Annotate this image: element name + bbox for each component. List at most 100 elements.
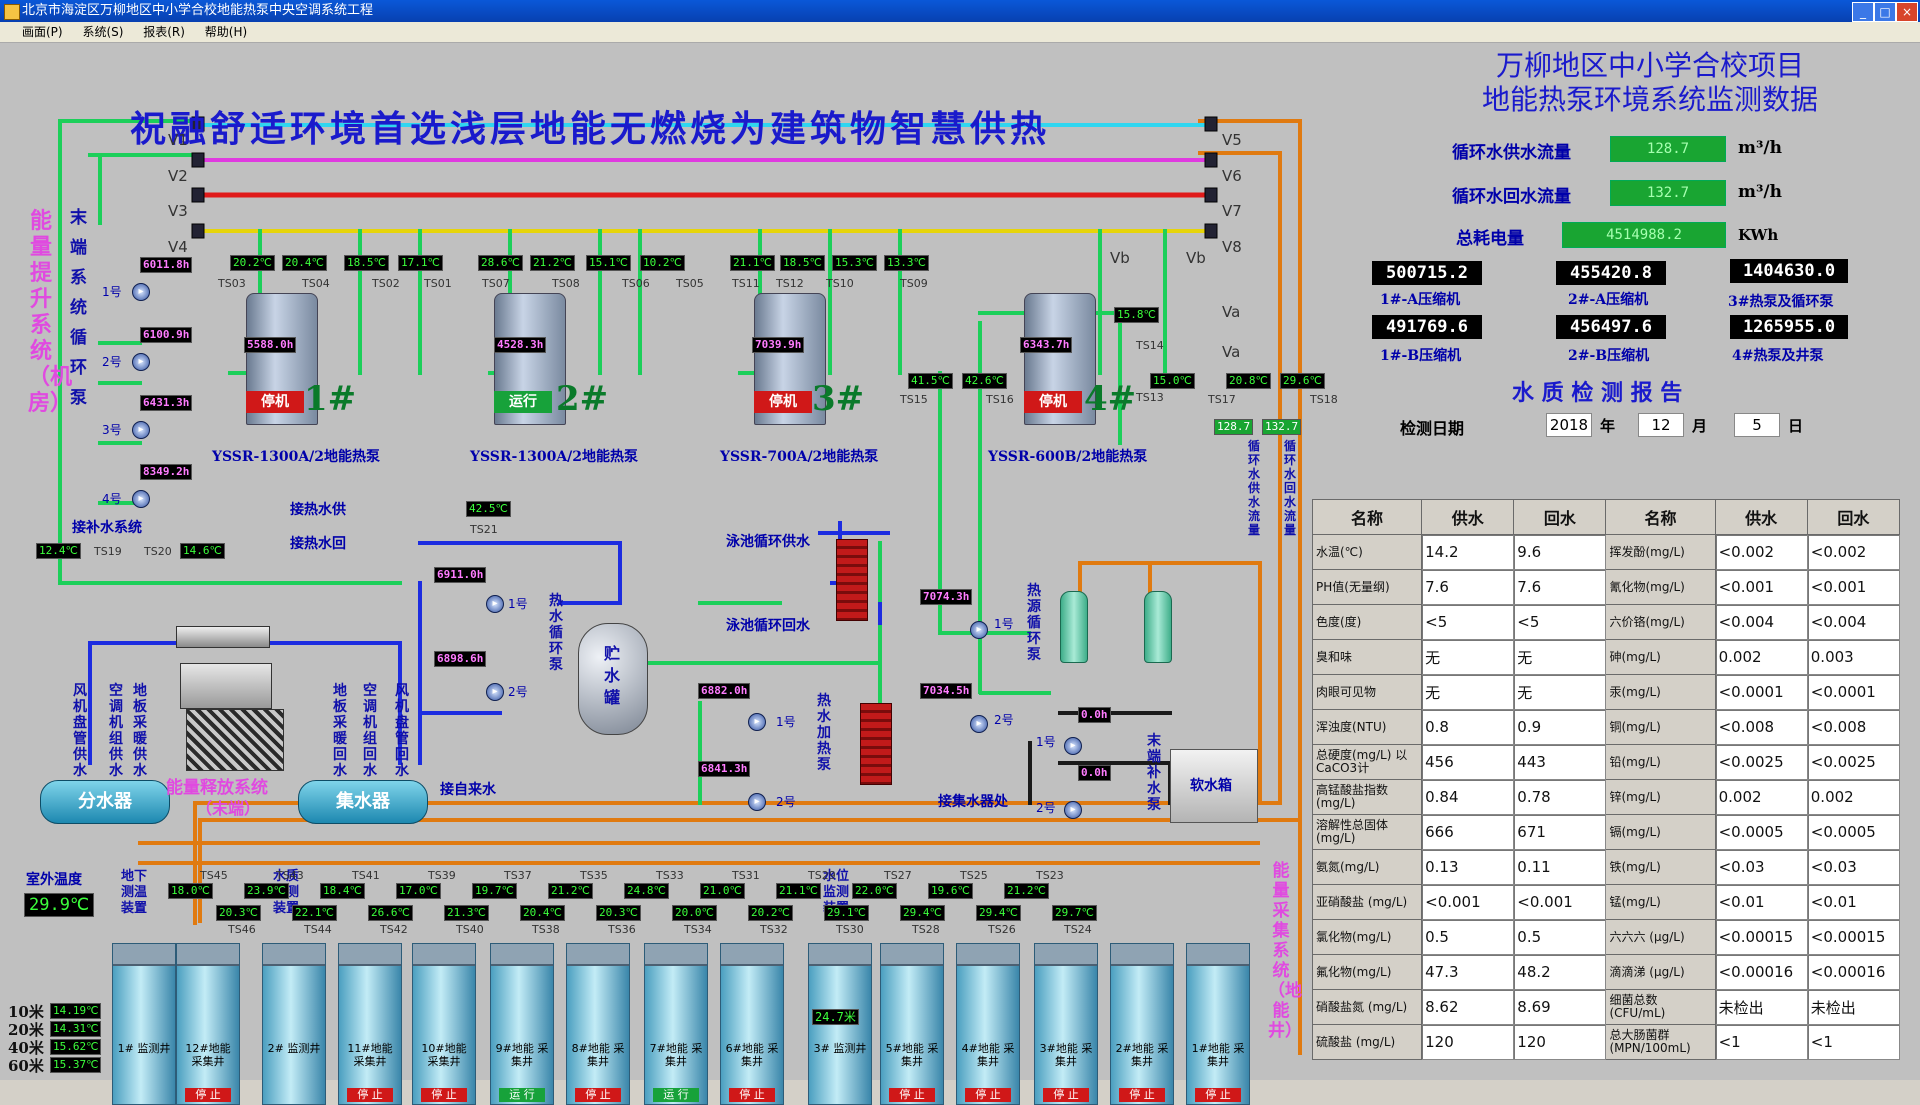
wq-item-value: <0.01 [1714,884,1808,920]
menu-report[interactable]: 报表(R) [143,25,185,39]
ac-unit[interactable] [180,663,272,709]
plate-heat-exchanger-1[interactable] [836,539,868,621]
well[interactable]: 5#地能 采集井停 止 [880,943,944,1105]
power-label: 总耗电量 [1456,229,1524,249]
well[interactable]: 9#地能 采集井运 行 [490,943,554,1105]
wq-item-value: <0.01 [1806,884,1901,920]
well-status: 停 止 [185,1088,231,1102]
well[interactable]: 1# 监测井 [112,943,176,1105]
close-button[interactable]: × [1896,2,1918,22]
wq-item-name: 亚硝酸盐 (mg/L) [1311,884,1423,920]
src-pump-2[interactable]: ▸ [970,715,988,733]
hp2-tag: TS06 [622,277,650,290]
well-cap [491,944,553,966]
test-month-field[interactable]: 12 [1638,413,1684,437]
hp-loop-pump-2[interactable]: ▸ [748,793,766,811]
distributor[interactable]: 分水器 [40,780,170,824]
wq-item-name: 臭和味 [1311,639,1423,675]
src-pump-1[interactable]: ▸ [970,621,988,639]
well[interactable]: 7#地能 采集井运 行 [644,943,708,1105]
storage-tank-label: 贮水罐 [604,644,621,707]
wq-item-name: 铅(mg/L) [1605,744,1716,780]
hw-pump-2[interactable]: ▸ [486,683,504,701]
valve-label: V1 [168,131,188,149]
loop-pump-1[interactable]: ▸ [132,283,150,301]
well-ts-value: 19.6℃ [928,883,973,899]
storage-tank[interactable] [578,623,648,735]
right-title-line2: 地能热泵环境系统监测数据 [1481,83,1818,116]
air-handler[interactable] [176,626,270,648]
hp3-number: 3# [812,379,865,419]
well[interactable]: 8#地能 采集井停 止 [566,943,630,1105]
src-loop-label: 热源循环泵 [1027,583,1041,663]
ts18-tag: TS18 [1310,393,1338,406]
plate-heat-exchanger-2[interactable] [860,703,892,785]
well[interactable]: 2#地能 采集井停 止 [1110,943,1174,1105]
well-cap [881,944,943,966]
makeup-pump-2[interactable]: ▸ [1064,801,1082,819]
well-status: 停 止 [965,1088,1011,1102]
wq-item-value: <5 [1421,604,1515,640]
maximize-button[interactable]: □ [1874,2,1896,22]
separator-2[interactable] [1144,591,1172,663]
wq-item-value: 0.002 [1806,779,1901,815]
well[interactable]: 12#地能 采集井停 止 [176,943,240,1105]
hp1-temp: 20.4℃ [282,255,327,271]
wq-item-value: 0.002 [1714,779,1808,815]
window-title: 北京市海淀区万柳地区中小学合校地能热泵中央空调系统工程 [22,3,374,18]
counter-label: 2#-A压缩机 [1568,292,1649,308]
outdoor-temp-label: 室外温度 [26,872,82,888]
hp-loop-pump-1[interactable]: ▸ [748,713,766,731]
wq-item-value: 无 [1513,674,1607,710]
well[interactable]: 2# 监测井 [262,943,326,1105]
loop-pump-2[interactable]: ▸ [132,353,150,371]
ts15-tag: TS15 [900,393,928,406]
minimize-button[interactable]: _ [1852,2,1874,22]
menu-system[interactable]: 系统(S) [82,25,124,39]
valve-label: Va [1222,303,1241,321]
well-name: 6#地能 采集井 [725,1042,779,1068]
well[interactable]: 6#地能 采集井停 止 [720,943,784,1105]
loop-pump-3[interactable]: ▸ [132,421,150,439]
menu-screen[interactable]: 画面(P) [22,25,63,39]
well[interactable]: 1#地能 采集井停 止 [1186,943,1250,1105]
soft-water-tank[interactable] [1170,749,1258,823]
year-unit: 年 [1600,417,1616,435]
well-cap [177,944,239,966]
ts18-value: 29.6℃ [1280,373,1325,389]
makeup-pump1-runtime: 0.0h [1078,707,1111,723]
depth-temp: 15.62℃ [50,1039,102,1055]
hw-pump-1[interactable]: ▸ [486,595,504,613]
makeup-pump-1[interactable]: ▸ [1064,737,1082,755]
wq-item-value: <0.001 [1714,569,1808,605]
collector[interactable]: 集水器 [298,780,428,824]
wq-item-value: <0.00016 [1714,954,1808,990]
test-year-field[interactable]: 2018 [1546,413,1592,437]
well-cap [413,944,475,966]
well[interactable]: 10#地能 采集井停 止 [412,943,476,1105]
well-name: 2# 监测井 [267,1042,321,1055]
well[interactable]: 11#地能 采集井停 止 [338,943,402,1105]
loop-pump-runtime: 6011.8h [140,257,193,273]
hp2-tag: TS08 [552,277,580,290]
valve-label: V7 [1222,202,1242,220]
menu-help[interactable]: 帮助(H) [204,25,248,39]
wq-item-name: 锌(mg/L) [1605,779,1716,815]
supply-flow-value: 128.7 [1610,136,1726,162]
wq-item-value: 未检出 [1714,989,1808,1025]
well[interactable]: 3#地能 采集井停 止 [1034,943,1098,1105]
depth-temp: 15.37℃ [50,1057,102,1073]
hw-pump1-label: 1号 [508,597,528,611]
separator-1[interactable] [1060,591,1088,663]
loop-pump-4[interactable]: ▸ [132,490,150,508]
terminal-col-left: 空调机组供水 [109,683,123,779]
well[interactable]: 4#地能 采集井停 止 [956,943,1020,1105]
wq-item-value: 47.3 [1421,954,1515,990]
well-ts-tag: TS39 [428,869,456,882]
test-day-field[interactable]: 5 [1734,413,1780,437]
hp3-temp: 15.3℃ [832,255,877,271]
floor-heating[interactable] [186,709,284,771]
ts16-value: 42.6℃ [962,373,1007,389]
